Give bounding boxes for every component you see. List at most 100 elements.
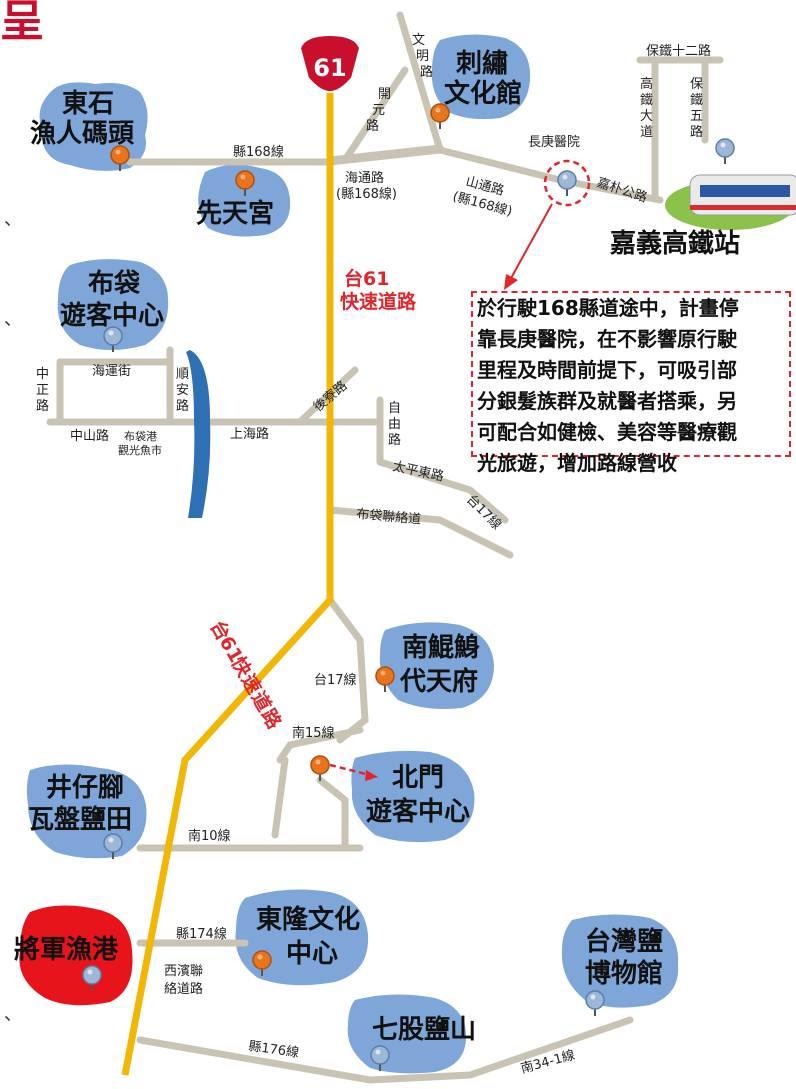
road-kaiyuan	[341, 66, 409, 164]
label-salt-museum-2: 博物館	[585, 958, 663, 989]
region-budai	[57, 259, 169, 350]
label-highway-1: 台61	[344, 267, 389, 290]
label-ziyou-2: 由	[388, 417, 401, 432]
label-nan10: 南10線	[188, 828, 231, 844]
label-changgung: 長庚醫院	[528, 134, 580, 150]
label-tai17: 台17線	[314, 672, 357, 688]
label-qigu: 七股鹽山	[372, 1014, 476, 1045]
region-salt-museum	[561, 914, 679, 1008]
region-donglong	[235, 889, 369, 986]
changgung-highlight	[543, 159, 591, 207]
label-beimen-1: 北門	[392, 763, 444, 793]
label-highway-2: 快速道路	[340, 290, 417, 313]
label-budai-1: 布袋	[88, 269, 141, 299]
label-haitong-1: 海通路	[345, 170, 384, 186]
label-xiantian: 先天宮	[196, 198, 274, 229]
label-shunan-1: 順	[176, 367, 189, 382]
region-xiantian	[198, 164, 291, 237]
pin-hsr	[715, 138, 735, 165]
label-dongshi-2: 漁人碼頭	[30, 119, 135, 149]
river	[186, 350, 211, 518]
note-line: 靠長庚醫院，在不影響原行駛	[477, 327, 737, 351]
label-highway-diagonal: 台 61 快 速 道 路	[206, 616, 287, 733]
label-gaotie-3: 大	[640, 109, 653, 124]
label-gaotie-1: 高	[640, 76, 653, 92]
road-nan15-down	[271, 756, 289, 839]
label-baotie5-3: 五	[690, 109, 703, 124]
label-jingzaijiao-1: 井仔腳	[46, 772, 124, 803]
label-jiangjun: 將軍漁港	[14, 935, 119, 965]
region-embroidery	[431, 34, 531, 120]
label-zhongshan: 中山路	[70, 428, 109, 444]
label-haitong-2: (縣168線)	[336, 186, 397, 202]
margin-mark: 、	[4, 209, 22, 230]
label-nan15: 南15線	[292, 725, 335, 741]
label-embroidery-2: 文化館	[444, 78, 522, 109]
label-zhongzheng-3: 路	[36, 398, 49, 414]
label-donglong-1: 東隆文化	[256, 904, 360, 935]
label-salt-museum-1: 台灣鹽	[585, 926, 663, 957]
label-county168: 縣168線	[233, 144, 284, 160]
label-kaiyuan-1: 開	[378, 87, 391, 102]
label-baotie5-2: 鐵	[690, 92, 703, 108]
road-tai17	[326, 596, 369, 744]
label-dongshi-1: 東石	[62, 89, 114, 119]
label-jiapu: 嘉朴公路	[595, 175, 649, 206]
road-county176	[136, 1016, 634, 1084]
road-wenming	[396, 11, 444, 154]
callout-note: 於行駛168縣道途中，計畫停 靠長庚醫院，在不影響原行駛 里程及時間前提下，可吸…	[471, 291, 791, 475]
label-wenming-2: 明	[416, 49, 429, 64]
pin-beimen-origin	[310, 755, 330, 782]
label-kaiyuan-3: 路	[366, 118, 379, 134]
label-county176: 縣176線	[247, 1038, 300, 1061]
road-haitong	[326, 144, 444, 164]
label-budai-2: 遊客中心	[60, 300, 164, 331]
pin-changgung	[557, 170, 577, 197]
label-budai-fish-1: 布袋港	[124, 429, 157, 443]
label-ziyou-1: 自	[388, 401, 401, 416]
region-nankunshen	[379, 622, 494, 709]
note-line: 光旅遊，增加路線營收	[477, 451, 677, 475]
note-line: 可配合如健檢、美容等醫療觀	[477, 420, 737, 444]
note-line: 分銀髮族群及就醫者搭乘，另	[477, 389, 737, 413]
label-budai-link: 布袋聯絡道	[356, 506, 422, 528]
label-ziyou-3: 路	[388, 432, 401, 448]
label-zhongzheng-2: 正	[36, 383, 49, 398]
label-county174: 縣174線	[176, 926, 227, 942]
label-taiping-east: 太平東路	[391, 458, 445, 484]
label-haiyun: 海運街	[92, 364, 131, 379]
label-jingzaijiao-2: 瓦盤鹽田	[28, 804, 132, 835]
region-beimen	[351, 750, 475, 843]
label-nankunshen-2: 代天府	[399, 666, 478, 697]
callout-arrow	[509, 203, 553, 281]
note-line: 於行駛168縣道途中，計畫停	[477, 296, 739, 320]
label-hsr: 嘉義高鐵站	[610, 228, 740, 259]
label-donglong-2: 中心	[286, 939, 338, 969]
label-wenming-3: 路	[420, 64, 433, 80]
note-line: 里程及時間前提下，可吸引部	[477, 358, 737, 382]
label-shanghai: 上海路	[230, 426, 269, 442]
label-gaotie-2: 鐵	[640, 92, 653, 108]
label-shunan-2: 安	[176, 383, 189, 398]
region-jiangjun	[19, 905, 133, 1006]
road-nan15	[276, 726, 364, 764]
callout-arrowhead	[504, 274, 518, 290]
margin-mark: 、	[4, 1004, 22, 1025]
highway-61-shield: 61	[298, 33, 362, 94]
label-shunan-3: 路	[176, 398, 189, 414]
label-nankunshen-1: 南鯤鯓	[402, 633, 480, 663]
margin-mark: 、	[4, 309, 22, 330]
highway-61	[121, 80, 334, 1076]
pin-salt-museum	[585, 990, 605, 1017]
road-taiping	[376, 458, 509, 524]
train-icon	[665, 174, 796, 230]
label-kaiyuan-2: 元	[372, 103, 385, 118]
road-beimen-link	[316, 776, 349, 849]
label-wenming-1: 文	[412, 33, 425, 48]
road-budai-link	[326, 506, 514, 559]
label-beimen-2: 遊客中心	[366, 796, 470, 827]
label-baotie5-1: 保	[690, 77, 703, 92]
label-baotie5-4: 路	[690, 124, 703, 140]
beimen-arrow	[329, 763, 371, 777]
